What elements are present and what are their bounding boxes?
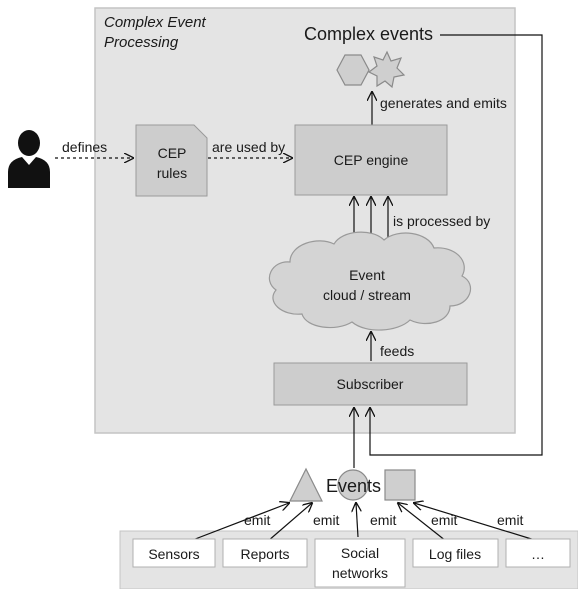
cep-engine-label: CEP engine	[334, 152, 409, 168]
frame-title-line2: Processing	[104, 34, 179, 51]
feedback-loop-line	[370, 34, 543, 456]
source-sensors-label: Sensors	[148, 546, 199, 562]
edge-is-processed-by: is processed by	[393, 213, 490, 229]
source-logfiles-label: Log files	[429, 546, 481, 562]
edge-feeds: feeds	[380, 343, 414, 359]
source-more-label: …	[531, 546, 545, 562]
subscriber-label: Subscriber	[337, 376, 404, 392]
emit-label-1: emit	[244, 512, 271, 528]
source-sensors-box	[132, 538, 216, 568]
subscriber-box	[273, 362, 468, 406]
source-reports-box	[222, 538, 308, 568]
triangle-icon	[289, 467, 323, 502]
cep-rules-line1: CEP	[158, 145, 187, 161]
edge-generates-and-emits: generates and emits	[380, 95, 507, 111]
hexagon-icon	[336, 54, 370, 86]
cep-engine-box	[294, 124, 448, 196]
source-social-line1: Social	[341, 545, 379, 561]
emit-label-3: emit	[370, 512, 397, 528]
cep-rules-line2: rules	[157, 165, 187, 181]
complex-events-label: Complex events	[304, 24, 433, 44]
document-icon	[135, 124, 208, 197]
star-icon	[367, 50, 406, 89]
events-label: Events	[326, 476, 381, 496]
user-icon	[8, 130, 50, 188]
source-more-box	[505, 538, 571, 568]
square-icon	[384, 469, 416, 501]
source-social-line2: networks	[332, 565, 388, 581]
emit-label-4: emit	[431, 512, 458, 528]
cloud-icon	[268, 231, 472, 331]
source-social-box	[314, 538, 406, 588]
emit-label-2: emit	[313, 512, 340, 528]
cep-frame	[94, 7, 516, 434]
source-reports-label: Reports	[240, 546, 289, 562]
frame-title-line1: Complex Event	[104, 14, 207, 31]
circle-icon	[337, 469, 369, 501]
source-logfiles-box	[412, 538, 499, 568]
event-cloud-line2: cloud / stream	[323, 287, 411, 303]
emit-arrows	[189, 503, 539, 542]
edge-are-used-by: are used by	[212, 139, 285, 155]
edge-defines: defines	[62, 139, 107, 155]
emit-label-5: emit	[497, 512, 524, 528]
event-cloud-line1: Event	[349, 267, 385, 283]
